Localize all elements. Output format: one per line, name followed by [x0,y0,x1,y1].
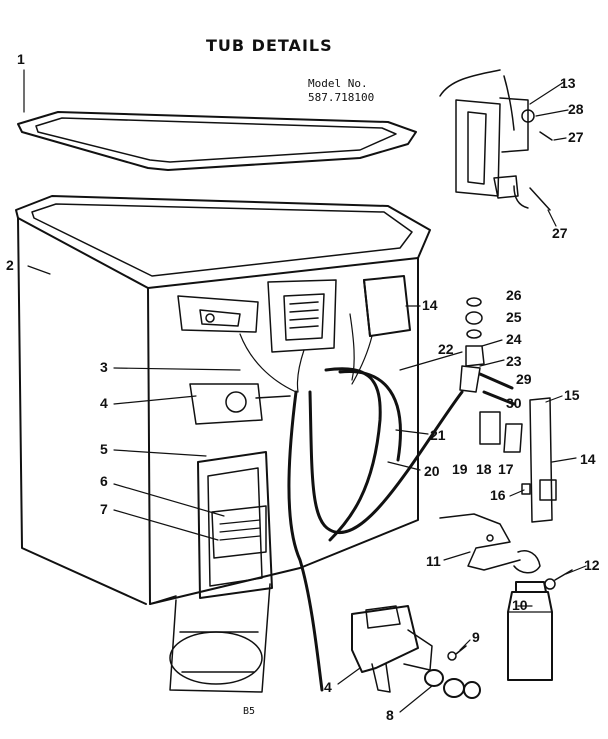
tub-cover-ring [17,111,417,171]
callout-23: 23 [506,353,522,369]
lower-bracket-assembly [197,451,273,599]
callout-27-upper: 27 [568,129,584,145]
callout-4-lower: 4 [324,679,332,695]
callout-5: 5 [100,441,108,457]
callout-2: 2 [6,257,14,273]
callout-4-upper: 4 [100,395,108,411]
callout-27-lower: 27 [552,225,568,241]
callout-17: 17 [498,461,514,477]
model-number-block: Model No. 587.718100 [308,77,374,105]
hoses [287,367,464,692]
screw-valve [447,645,467,661]
callout-24: 24 [506,331,522,347]
callout-7: 7 [100,501,108,517]
upper-terminal-block [267,279,337,353]
diagram-title: TUB DETAILS [206,36,333,55]
callout-14-capacitor: 14 [422,297,438,313]
callout-15: 15 [564,387,580,403]
callout-1: 1 [17,51,25,67]
callout-13: 13 [560,75,576,91]
callout-6: 6 [100,473,108,489]
pressure-switch-bracket [479,397,557,523]
callout-3: 3 [100,359,108,375]
callout-18: 18 [476,461,492,477]
callout-9: 9 [472,629,480,645]
valve-assembly-upper [189,383,291,425]
callout-28: 28 [568,101,584,117]
callout-14-switch: 14 [580,451,596,467]
switch-assembly [439,69,529,199]
upper-bracket-assembly [177,295,259,333]
callout-25: 25 [506,309,522,325]
model-label: Model No. [308,77,368,90]
callout-22: 22 [438,341,454,357]
motor-assembly [169,583,271,693]
capacitor-box [363,275,411,337]
callout-10: 10 [512,597,528,613]
screws-upper [513,109,553,211]
mounting-bracket [439,513,541,574]
callout-16: 16 [490,487,506,503]
callout-11: 11 [426,553,441,569]
callout-26: 26 [506,287,522,303]
callout-30: 30 [506,395,522,411]
wiring [239,313,373,393]
fill-fitting-stack [459,297,516,406]
inlet-valve-lower [351,605,433,693]
callout-29: 29 [516,371,532,387]
callout-21: 21 [430,427,446,443]
bottle [507,581,553,681]
callout-8: 8 [386,707,394,723]
callout-19: 19 [452,461,468,477]
footer-code: B5 [243,706,256,717]
tub-body [15,195,431,605]
callout-12: 12 [584,557,600,573]
leader-lines [23,69,587,713]
washers [424,669,481,699]
model-number: 587.718100 [308,91,375,104]
callout-20: 20 [424,463,440,479]
